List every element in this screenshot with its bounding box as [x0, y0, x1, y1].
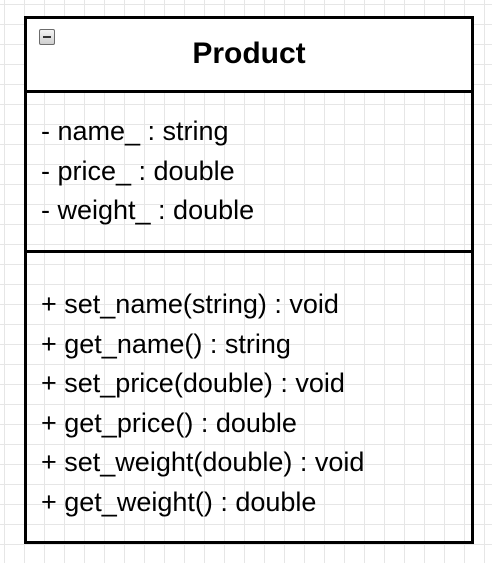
operation-get-price: + get_price() : double — [41, 407, 297, 438]
minus-icon-glyph — [43, 36, 51, 38]
uml-class-box[interactable]: Product - name_ : string - price_ : doub… — [24, 16, 474, 544]
operation-set-name: + set_name(string) : void — [41, 289, 339, 319]
operation-get-weight: + get_weight() : double — [41, 486, 317, 517]
attribute-name: - name_ : string — [41, 116, 229, 146]
operations-compartment: + set_name(string) : void + get_name() :… — [27, 253, 471, 522]
operation-get-name: + get_name() : string — [41, 328, 291, 359]
operation-set-price: + set_price(double) : void — [41, 368, 345, 398]
minus-icon[interactable] — [39, 29, 55, 45]
class-header: Product — [27, 19, 471, 93]
attribute-price: - price_ : double — [41, 155, 235, 186]
class-name: Product — [192, 37, 306, 70]
attributes-compartment: - name_ : string - price_ : double - wei… — [27, 93, 471, 253]
attribute-weight: - weight_ : double — [41, 195, 255, 225]
operation-set-weight: + set_weight(double) : void — [41, 447, 365, 477]
